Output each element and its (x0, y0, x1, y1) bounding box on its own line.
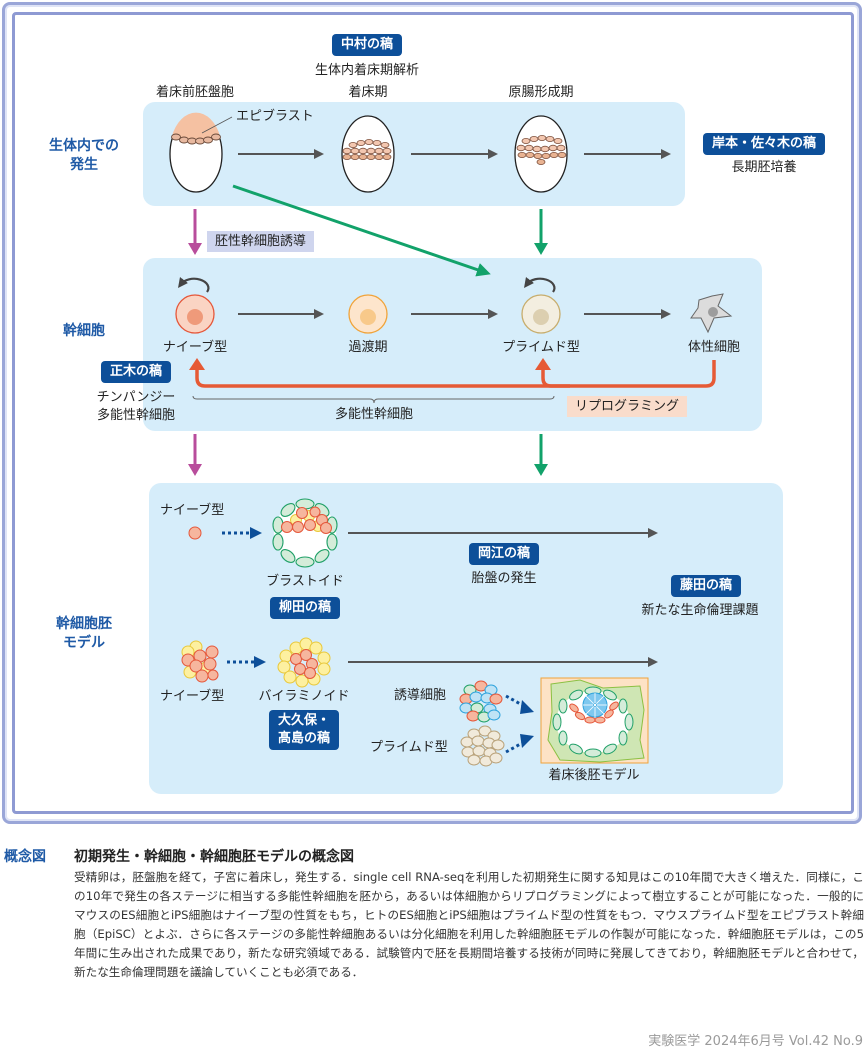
bilaminoid-label: バイラミノイド (258, 689, 350, 704)
caption-body: 受精卵は，胚盤胞を経て，子宮に着床し，発生する．single cell RNA-… (74, 870, 864, 979)
cell-label-naive: ナイーブ型 (162, 340, 228, 355)
diagram-graphics (169, 112, 733, 767)
naive-cell-icon (175, 294, 215, 334)
cell-label-formative: 過渡期 (348, 340, 388, 355)
arrowhead-magenta-2 (188, 464, 202, 476)
arrowhead-blue-1 (250, 527, 262, 539)
arrowhead-blue-2 (254, 656, 266, 668)
induced-cell-cluster-icon (459, 680, 503, 723)
primed-cell-icon (521, 294, 561, 334)
formative-cell-icon (348, 294, 388, 334)
stage-label-gastrulation: 原腸形成期 (508, 85, 574, 100)
caption-title: 初期発生・幹細胞・幹細胞胚モデルの概念図 (74, 849, 354, 865)
arrowhead-green-1 (534, 243, 548, 255)
epiblast-callout: エピブラスト (236, 109, 314, 124)
stage-label-blastocyst: 着床前胚盤胞 (155, 85, 235, 100)
arrowhead-red-naive (189, 358, 205, 370)
self-renewal-naive-icon (178, 277, 210, 293)
figure-inner-frame (12, 12, 854, 814)
induced-cells-label: 誘導細胞 (394, 688, 447, 703)
post-implantation-model-icon (540, 677, 649, 764)
arrowhead-blue-3 (520, 700, 534, 714)
cell-label-primed: プライムド型 (502, 340, 580, 355)
naive-single-cell-icon (188, 526, 202, 540)
primed-source-label: プライムド型 (370, 740, 448, 755)
dotted-arrow-primed-to-model (505, 740, 525, 754)
placenta-development-label: 胎盤の発生 (471, 571, 537, 586)
section-label-stem-cells: 幹細胞 (63, 323, 105, 339)
naive-cluster-icon (181, 640, 219, 683)
section-label-in-vivo: 生体内での 発生 (49, 138, 119, 173)
okubo-takashima-tag: 大久保・ 髙島の稿 (268, 710, 340, 750)
primed-cell-cluster-icon (460, 725, 505, 767)
caption-key: 概念図 (4, 849, 46, 865)
row1-naive-label: ナイーブ型 (160, 503, 225, 518)
blastoid-icon (272, 498, 338, 568)
reprogramming-label: リプログラミング (567, 396, 688, 417)
okae-tag: 岡江の稿 (468, 543, 540, 565)
blastocyst-icon (169, 112, 233, 193)
bioethics-label: 新たな生命倫理課題 (641, 603, 759, 618)
arrowhead-magenta-1 (188, 243, 202, 255)
chimp-psc-label: チンパンジー 多能性幹細胞 (96, 390, 176, 423)
long-term-culture-label: 長期胚培養 (731, 160, 797, 175)
self-renewal-primed-icon (524, 277, 556, 293)
gastrulation-embryo-icon (514, 115, 568, 193)
journal-citation: 実験医学 2024年6月号 Vol.42 No.9 (648, 1034, 863, 1049)
arrowhead-red-primed (535, 358, 551, 370)
blastoid-label: ブラストイド (266, 574, 344, 589)
stage-label-implantation: 着床期 (348, 85, 388, 100)
somatic-cell-icon (690, 293, 733, 334)
in-vivo-analysis-label: 生体内着床期解析 (314, 63, 420, 78)
fujita-tag: 藤田の稿 (670, 575, 742, 597)
masaki-tag: 正木の稿 (100, 361, 172, 383)
arrowhead-green-2 (534, 464, 548, 476)
yanagida-tag: 柳田の稿 (269, 597, 341, 619)
arrowhead-blue-4 (520, 734, 534, 748)
implantation-embryo-icon (341, 115, 395, 193)
es-induction-label: 胚性幹細胞誘導 (207, 231, 315, 252)
arrow-blastocyst-to-primed (232, 184, 491, 277)
post-implantation-model-label: 着床後胚モデル (548, 768, 640, 783)
bilaminoid-icon (277, 637, 331, 688)
section-label-embryo-models: 幹細胞胚 モデル (56, 616, 112, 651)
row2-naive-label: ナイーブ型 (160, 689, 225, 704)
pluripotent-brace (192, 395, 555, 404)
arrow-reprogramming-to-primed (541, 368, 570, 388)
cell-label-somatic: 体性細胞 (687, 340, 741, 355)
nakamura-tag: 中村の稿 (331, 34, 403, 56)
dotted-arrow-induced-to-model (505, 694, 525, 708)
arrow-reprogramming-to-naive (195, 360, 716, 388)
kishimoto-sasaki-tag: 岸本・佐々木の稿 (702, 133, 826, 155)
pluripotent-stem-cell-label: 多能性幹細胞 (334, 407, 414, 422)
